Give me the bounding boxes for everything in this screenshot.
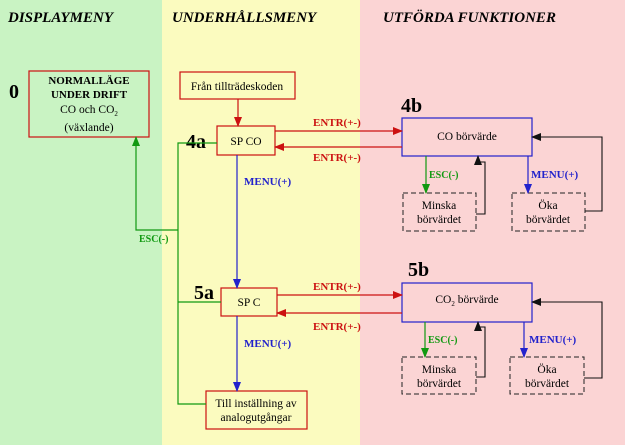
line-esc-return-to-normal [177,142,217,405]
increase-setpoint-upper-line2: börvärdet [526,214,571,226]
step-number-4a: 4a [186,131,206,153]
analog-outputs-line1: Till inställning av [215,398,297,410]
decrease-setpoint-upper-line2: börvärdet [417,214,462,226]
header-display: DISPLAYMENY [7,10,115,26]
analog-outputs-box [205,390,308,430]
header-functions: UTFÖRDA FUNKTIONER [383,9,556,26]
label-entr-upper-1: ENTR(+-) [313,117,361,129]
label-entr-lower-2: ENTR(+-) [313,321,361,333]
sp-c-label: SP C [238,297,261,309]
step-number-5b: 5b [408,259,429,281]
label-menu-maint-upper: MENU(+) [244,176,292,188]
zone-functions [360,0,625,445]
label-entr-lower-1: ENTR(+-) [313,281,361,293]
step-number-0: 0 [9,81,19,103]
increase-setpoint-box-lower [509,356,585,395]
label-menu-func-lower: MENU(+) [529,334,577,346]
header-maintenance: UNDERHÅLLSMENY [172,10,318,26]
increase-setpoint-upper-line1: Öka [538,198,557,212]
arrow-increase-return-upper [531,133,603,212]
sp-co-label: SP CO [230,136,261,148]
label-entr-upper-2: ENTR(+-) [313,152,361,164]
sp-co-box [216,125,276,156]
normal-mode-line2: UNDER DRIFT [51,89,128,101]
label-esc-upper: ESC(-) [429,170,458,181]
decrease-setpoint-box-upper [402,192,477,232]
increase-setpoint-box-upper [511,192,586,232]
step-number-4b: 4b [401,95,422,117]
normal-mode-line1: NORMALLÄGE [48,74,129,87]
increase-setpoint-lower-line1: Öka [537,362,556,376]
label-esc-lower: ESC(-) [428,335,457,346]
from-access-code-label: Från tillträdeskoden [191,80,284,93]
zone-display [0,0,162,445]
label-esc-display: ESC(-) [139,234,168,245]
label-menu-maint-lower: MENU(+) [244,338,292,350]
analog-outputs-line2: analogutgångar [221,411,292,424]
decrease-setpoint-box-lower [401,356,477,395]
arrow-esc-to-normal-mode [132,136,178,231]
normal-mode-box [28,70,150,138]
step-number-5a: 5a [194,282,214,304]
label-menu-func-upper: MENU(+) [531,169,579,181]
increase-setpoint-lower-line2: börvärdet [525,378,570,390]
arrow-decrease-return-lower [474,321,486,378]
normal-mode-line4: (växlande) [64,122,113,134]
zone-maintenance [162,0,360,445]
arrow-increase-return-lower [531,298,603,379]
arrow-decrease-return-upper [474,155,486,215]
decrease-setpoint-lower-line2: börvärdet [417,378,462,390]
decrease-setpoint-lower-line1: Minska [422,364,457,376]
co2-setpoint-label: CO2 börvärde [435,294,498,308]
co-setpoint-label: CO börvärde [437,131,497,143]
decrease-setpoint-upper-line1: Minska [422,200,457,212]
normal-mode-line3: CO och CO2 [60,104,118,118]
